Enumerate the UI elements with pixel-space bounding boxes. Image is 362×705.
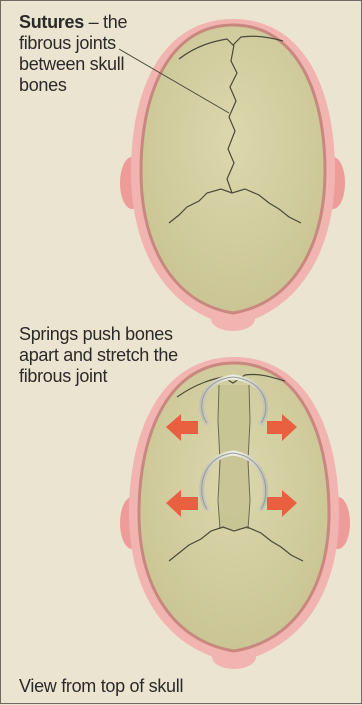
- skull-top-view-with-springs: [120, 357, 350, 669]
- skull-top-view-before: [119, 19, 345, 331]
- sutures-caption: Sutures – the fibrous joints between sku…: [19, 12, 149, 96]
- springs-caption: Springs push bones apart and stretch the…: [19, 324, 179, 387]
- skull-outline: [141, 25, 325, 313]
- view-caption: View from top of skull: [19, 676, 279, 697]
- sutures-caption-bold: Sutures: [19, 12, 84, 32]
